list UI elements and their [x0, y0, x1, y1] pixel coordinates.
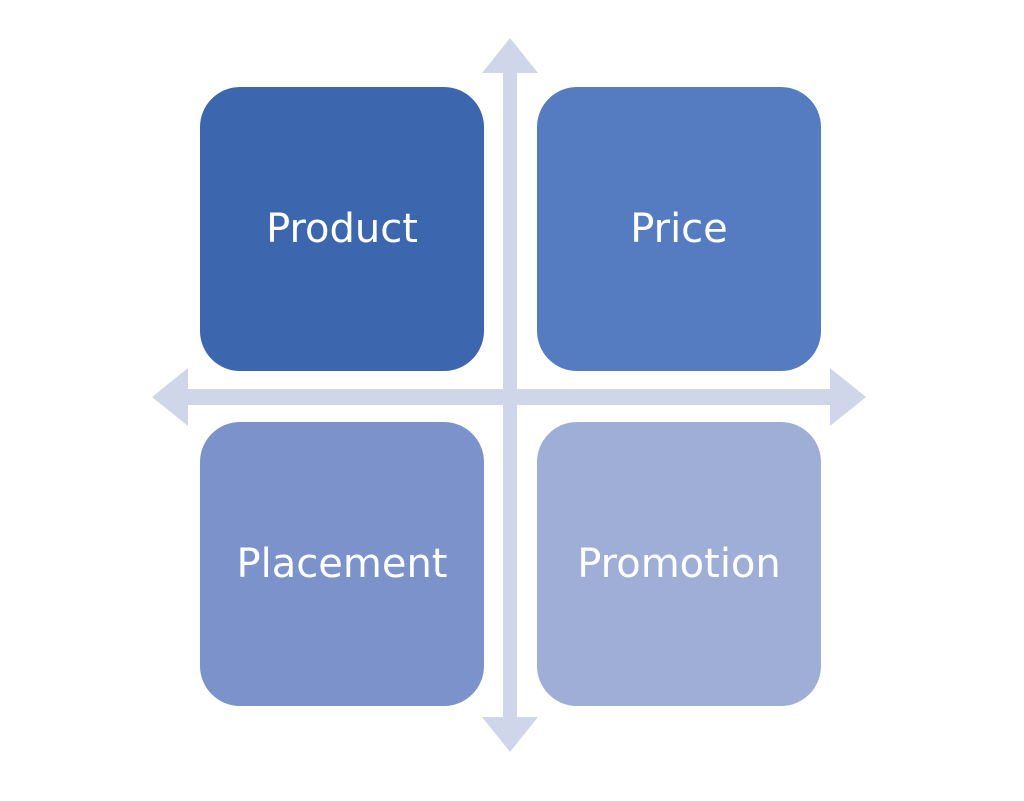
quadrant-placement: Placement [200, 422, 484, 706]
quadrant-label: Product [266, 206, 418, 252]
quadrant-label: Promotion [577, 541, 781, 587]
quadrant-product: Product [200, 87, 484, 371]
quadrant-promotion: Promotion [537, 422, 821, 706]
quadrant-price: Price [537, 87, 821, 371]
horizontal-double-arrow [152, 368, 866, 426]
quadrant-label: Price [630, 206, 728, 252]
quadrant-label: Placement [236, 541, 448, 587]
